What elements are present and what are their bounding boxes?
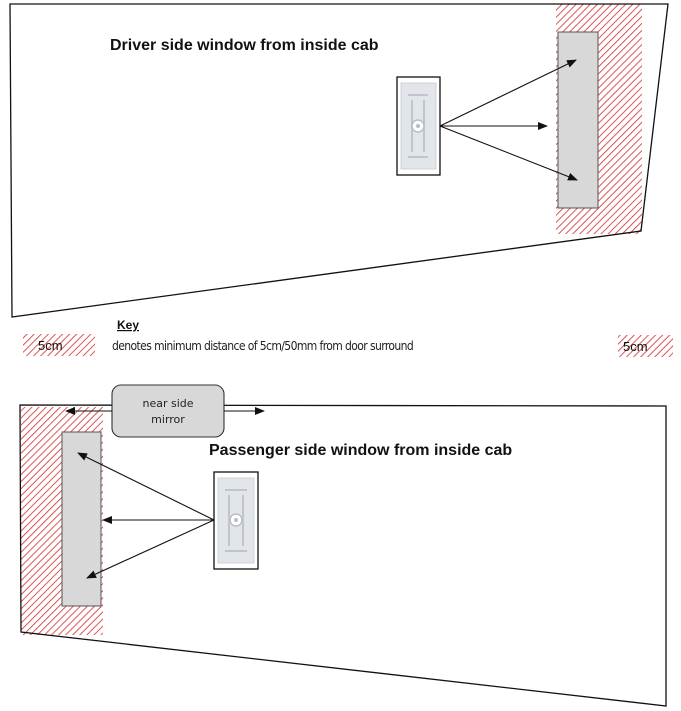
key-swatch-left-label: 5cm [38,338,63,353]
mirror-label-line2: mirror [151,413,185,426]
driver-arrow-up [439,59,577,127]
driver-arrow-down [439,125,578,181]
key-swatch-right-label: 5cm [623,339,648,354]
driver-window-outline [9,3,669,318]
near-side-mirror: near side mirror [111,384,225,438]
key-heading: Key [117,318,139,332]
passenger-placement-zone [61,431,102,607]
key-description: denotes minimum distance of 5cm/50mm fro… [112,339,413,353]
driver-title: Driver side window from inside cab [110,37,379,54]
mirror-label-line1: near side [142,397,193,410]
key-swatch-right [618,335,673,357]
driver-side-panel: Driver side window from inside cab [9,3,669,318]
key-swatch-left [23,334,95,356]
driver-placement-zone [557,31,599,209]
passenger-arrow-up [77,452,215,521]
key-legend: Key 5cm denotes minimum distance of 5cm/… [23,318,673,357]
passenger-side-panel: near side mirror Passenger side window f… [19,384,667,707]
passenger-title: Passenger side window from inside cab [209,442,512,459]
passenger-rfid-tag [213,471,259,570]
driver-rfid-tag [396,76,441,176]
passenger-arrow-down [86,519,215,579]
passenger-window-outline [19,404,667,707]
